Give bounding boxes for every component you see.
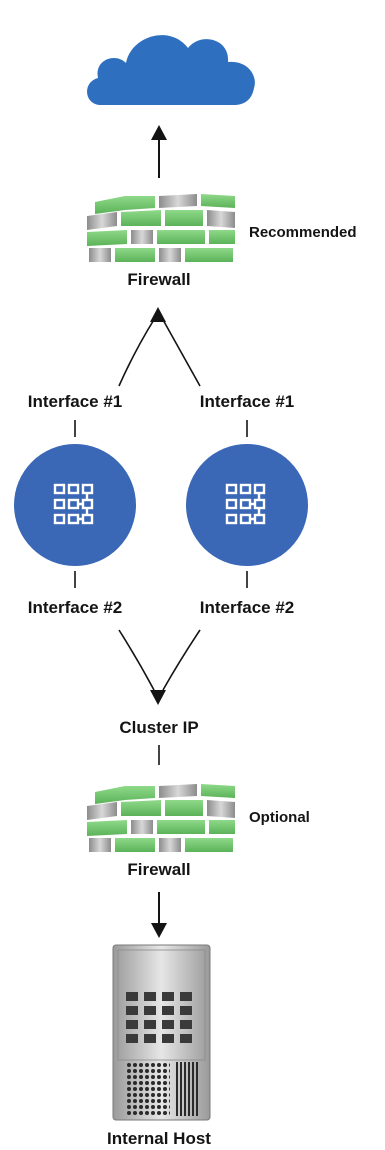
cluster-node-2 <box>186 444 308 566</box>
cloud-icon <box>87 35 255 105</box>
top-firewall-label: Firewall <box>127 270 191 289</box>
top-firewall-brick-wall-icon <box>87 194 235 262</box>
bottom-merge-arrows <box>118 629 201 691</box>
top-merge-arrowhead <box>150 307 166 322</box>
bottom-firewall-note: Optional <box>249 809 310 826</box>
arrow-to-host <box>151 892 167 938</box>
cluster-node-1 <box>14 444 136 566</box>
top-firewall-note: Recommended <box>249 224 357 241</box>
server-tower-icon <box>112 944 211 1121</box>
bottom-firewall-brick-wall-icon <box>87 784 235 852</box>
internal-host-label: Internal Host <box>107 1129 211 1148</box>
node-2-interface-1-label: Interface #1 <box>199 392 295 411</box>
arrow-to-cloud <box>151 125 167 178</box>
cluster-ip-label: Cluster IP <box>119 718 199 737</box>
node-2-interface-2-label: Interface #2 <box>199 598 295 617</box>
top-merge-arrows <box>118 317 201 387</box>
bottom-merge-arrowhead <box>150 690 166 705</box>
interface-connectors <box>74 420 248 765</box>
node-1-interface-1-label: Interface #1 <box>27 392 123 411</box>
bottom-firewall-label: Firewall <box>127 860 191 879</box>
node-1-interface-2-label: Interface #2 <box>27 598 123 617</box>
